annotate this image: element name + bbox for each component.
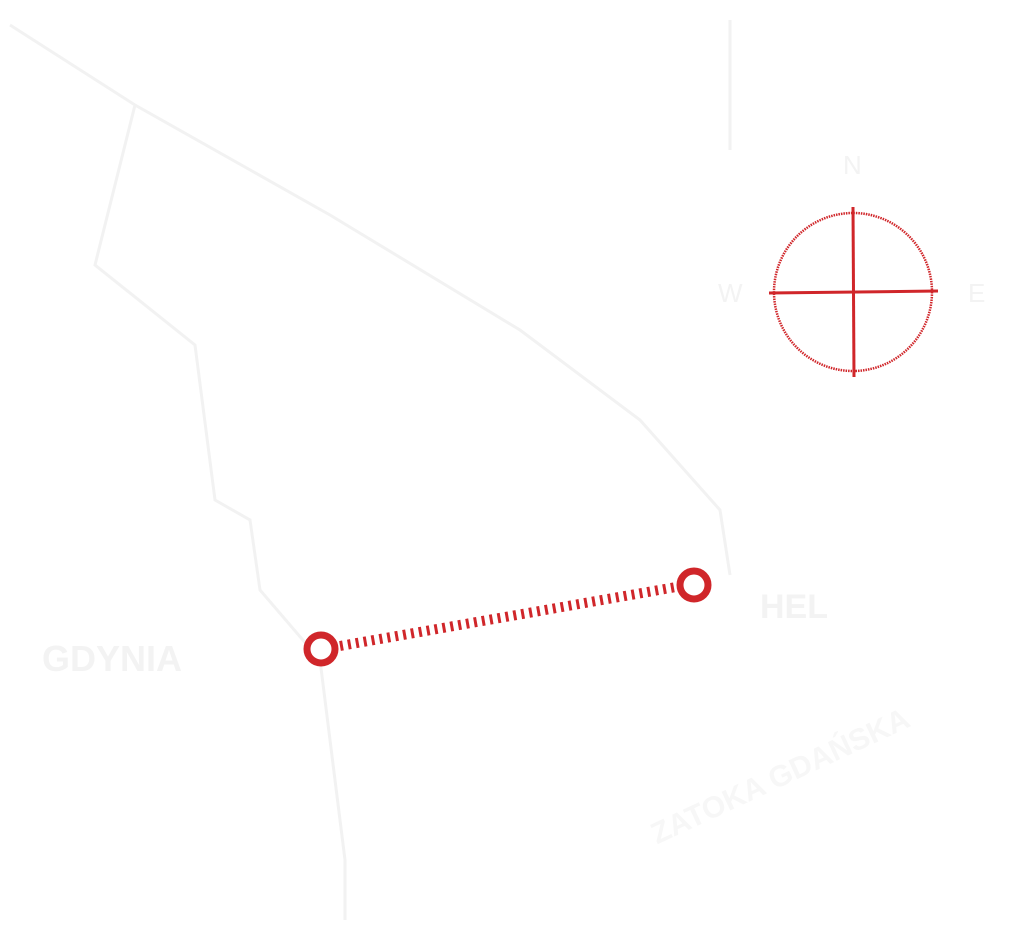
coastline <box>9 20 732 920</box>
place-label-hel: HEL <box>760 588 828 626</box>
ferry-route-line <box>339 582 677 651</box>
compass-label-north: N <box>843 150 862 180</box>
port-marker-hel[interactable] <box>676 567 712 603</box>
place-label-gdynia: GDYNIA <box>42 638 183 679</box>
compass-label-west: W <box>718 278 743 308</box>
compass-label-east: E <box>968 278 986 308</box>
port-marker-gdynia[interactable] <box>303 631 339 667</box>
compass-rose-icon <box>768 206 939 378</box>
